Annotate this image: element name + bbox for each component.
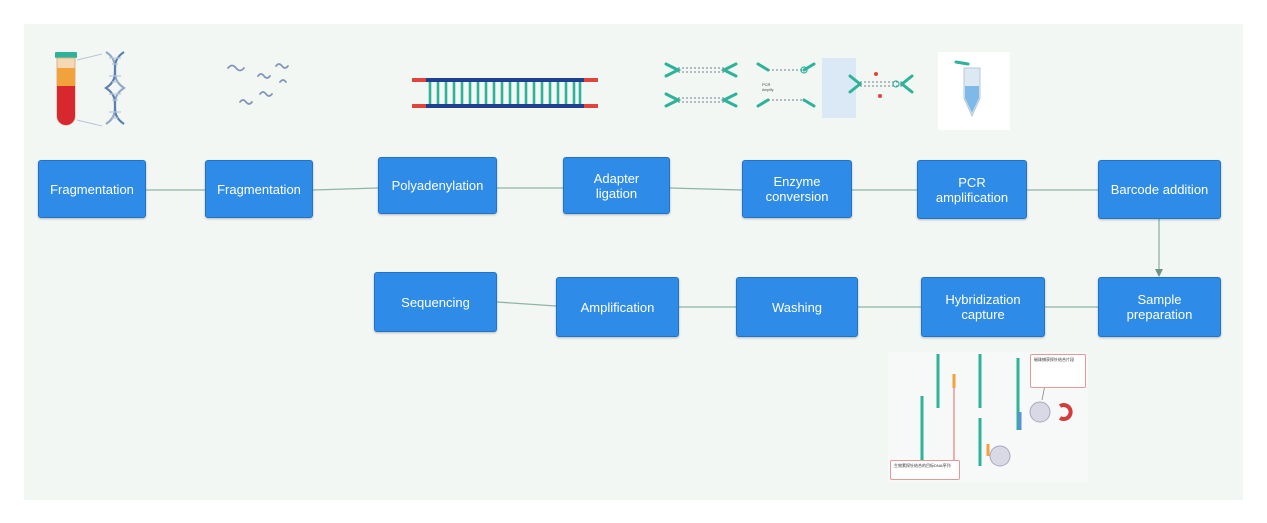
test-tube-icon: [55, 52, 103, 127]
arrow-head-down: [1155, 269, 1163, 277]
step-hybridization-capture[interactable]: Hybridization capture: [921, 277, 1045, 337]
step-enzyme-conversion[interactable]: Enzyme conversion: [742, 160, 852, 218]
pcr-label-text: PCR: [762, 82, 771, 87]
step-barcode-addition[interactable]: Barcode addition: [1098, 160, 1221, 219]
step-washing[interactable]: Washing: [736, 277, 858, 337]
step-sample-preparation[interactable]: Sample preparation: [1098, 277, 1221, 337]
connector-4-5: [669, 187, 743, 191]
dna-fragments-icon: [227, 63, 289, 105]
step-fragmentation-2[interactable]: Fragmentation: [205, 160, 313, 218]
capture-note-bottom: 生物素探针结合的目标DNA序列: [890, 460, 960, 480]
sample-tube-icon: [938, 52, 1010, 130]
dna-helix-icon: [104, 51, 126, 125]
step-amplification[interactable]: Amplification: [556, 277, 679, 337]
dna-duplex-icon: [412, 78, 598, 108]
pcr-label-amplify-text: Amplify: [762, 88, 774, 92]
step-adapter-ligation[interactable]: Adapter ligation: [563, 157, 670, 214]
step-fragmentation-1[interactable]: Fragmentation: [38, 160, 146, 218]
connector-11-12: [496, 301, 557, 307]
step-polyadenylation[interactable]: Polyadenylation: [378, 157, 497, 214]
capture-note-top: 磁珠捕获探针结合片段: [1030, 354, 1086, 388]
pcr-amplification-icon: PCR Amplify: [664, 58, 914, 118]
connector-2-3: [312, 187, 379, 191]
step-pcr-amplification[interactable]: PCR amplification: [917, 160, 1027, 219]
step-sequencing[interactable]: Sequencing: [374, 272, 497, 332]
